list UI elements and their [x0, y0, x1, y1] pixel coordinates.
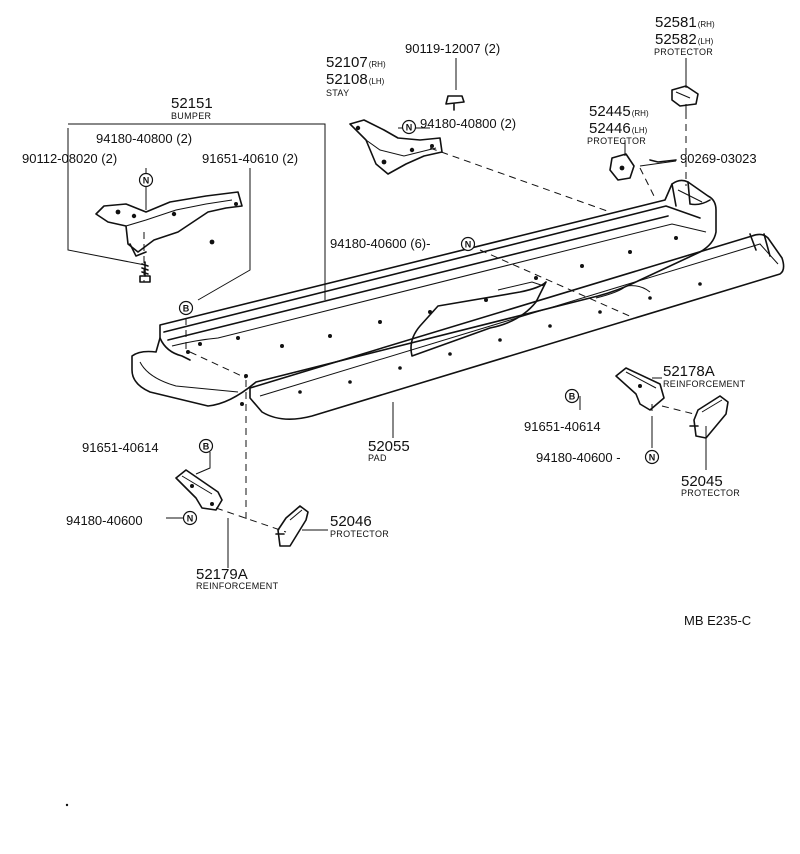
bumper-shell — [131, 179, 717, 407]
bolt-badge-bumper: B — [178, 300, 194, 316]
left-corner-protector — [275, 505, 309, 547]
stay-lh-number: 52108(LH) — [326, 71, 385, 88]
reinforcement-right-name: REINFORCEMENT — [663, 379, 746, 389]
right-reinforcement — [615, 367, 665, 411]
bolt-90119-label: 90119-12007 (2) — [405, 41, 500, 56]
nut-left-label: 94180-40800 (2) — [96, 131, 192, 146]
nut-badge-right: N — [644, 449, 660, 465]
stay-part-name: STAY — [326, 88, 349, 98]
stray-dot — [65, 803, 69, 807]
pad-part-number: 52055 — [368, 438, 410, 455]
left-stay-bracket — [95, 191, 243, 283]
svg-text:B: B — [569, 392, 576, 402]
svg-text:N: N — [143, 176, 150, 186]
bumper-part-name: BUMPER — [171, 111, 212, 121]
svg-text:N: N — [465, 240, 472, 250]
nut-stay-label: 94180-40800 (2) — [420, 116, 516, 131]
protector-52445-number: 52445(RH) — [589, 103, 649, 120]
screw-90269-label: 90269-03023 — [680, 151, 757, 166]
alignment-lines — [143, 112, 695, 533]
svg-text:B: B — [183, 304, 190, 314]
stay-bracket — [349, 95, 465, 175]
bolt-91651-top-label: 91651-40610 (2) — [202, 151, 298, 166]
protector-52046-number: 52046 — [330, 513, 372, 530]
left-bracket-outline — [95, 191, 243, 253]
part-labels: 52151 BUMPER 94180-40800 (2) 90112-08020… — [22, 14, 757, 628]
protector-top-name: PROTECTOR — [654, 47, 713, 57]
svg-text:N: N — [406, 123, 413, 133]
stay-outline — [349, 119, 443, 175]
pad-part-name: PAD — [368, 453, 387, 463]
bumper-bracket-inner — [197, 168, 251, 301]
bolt-badge-right: B — [564, 388, 580, 404]
protector-52045-number: 52045 — [681, 473, 723, 490]
stay-rh-number: 52107(RH) — [326, 54, 386, 71]
bumper-part-number: 52151 — [171, 95, 213, 112]
nut-badge-bumper: N — [460, 236, 476, 252]
svg-text:B: B — [203, 442, 210, 452]
svg-text:N: N — [649, 453, 656, 463]
pad-outline — [249, 233, 785, 420]
top-protector — [671, 85, 699, 107]
mid-protector — [609, 153, 677, 181]
nut-badge-left-bracket: N — [138, 172, 154, 188]
bolt-left-label: 91651-40614 — [82, 440, 159, 455]
svg-text:N: N — [187, 514, 194, 524]
protector-mid-name: PROTECTOR — [587, 136, 646, 146]
diagram-code: MB E235-C — [684, 613, 751, 628]
hardware-badges: N N N B B N B N — [138, 119, 660, 526]
nut-badge-left: N — [182, 510, 198, 526]
protector-52582-number: 52582(LH) — [655, 31, 714, 48]
bumper-bracket-top — [68, 123, 326, 300]
bolt-90112-label: 90112-08020 (2) — [22, 151, 117, 166]
protector-52045-name: PROTECTOR — [681, 488, 740, 498]
protector-52446-number: 52446(LH) — [589, 120, 648, 137]
bolt-badge-left: B — [198, 438, 214, 454]
protector-52581-number: 52581(RH) — [655, 14, 715, 31]
bumper-pad — [249, 233, 785, 420]
reinforcement-left-number: 52179A — [196, 566, 248, 583]
reinforcement-left-name: REINFORCEMENT — [196, 581, 279, 591]
nut-bumper-label: 94180-40600 (6)- — [330, 236, 430, 251]
bolt-right-label: 91651-40614 — [524, 419, 601, 434]
nut-badge-stay: N — [401, 119, 417, 135]
left-reinforcement — [175, 469, 223, 511]
bumper-bracket-left — [67, 128, 146, 266]
nut-right-label: 94180-40600 - — [536, 450, 621, 465]
right-corner-protector — [689, 395, 729, 439]
protector-52046-name: PROTECTOR — [330, 529, 389, 539]
nut-left-low-label: 94180-40600 — [66, 513, 143, 528]
reinforcement-right-number: 52178A — [663, 363, 715, 380]
bumper-outline — [131, 179, 717, 407]
